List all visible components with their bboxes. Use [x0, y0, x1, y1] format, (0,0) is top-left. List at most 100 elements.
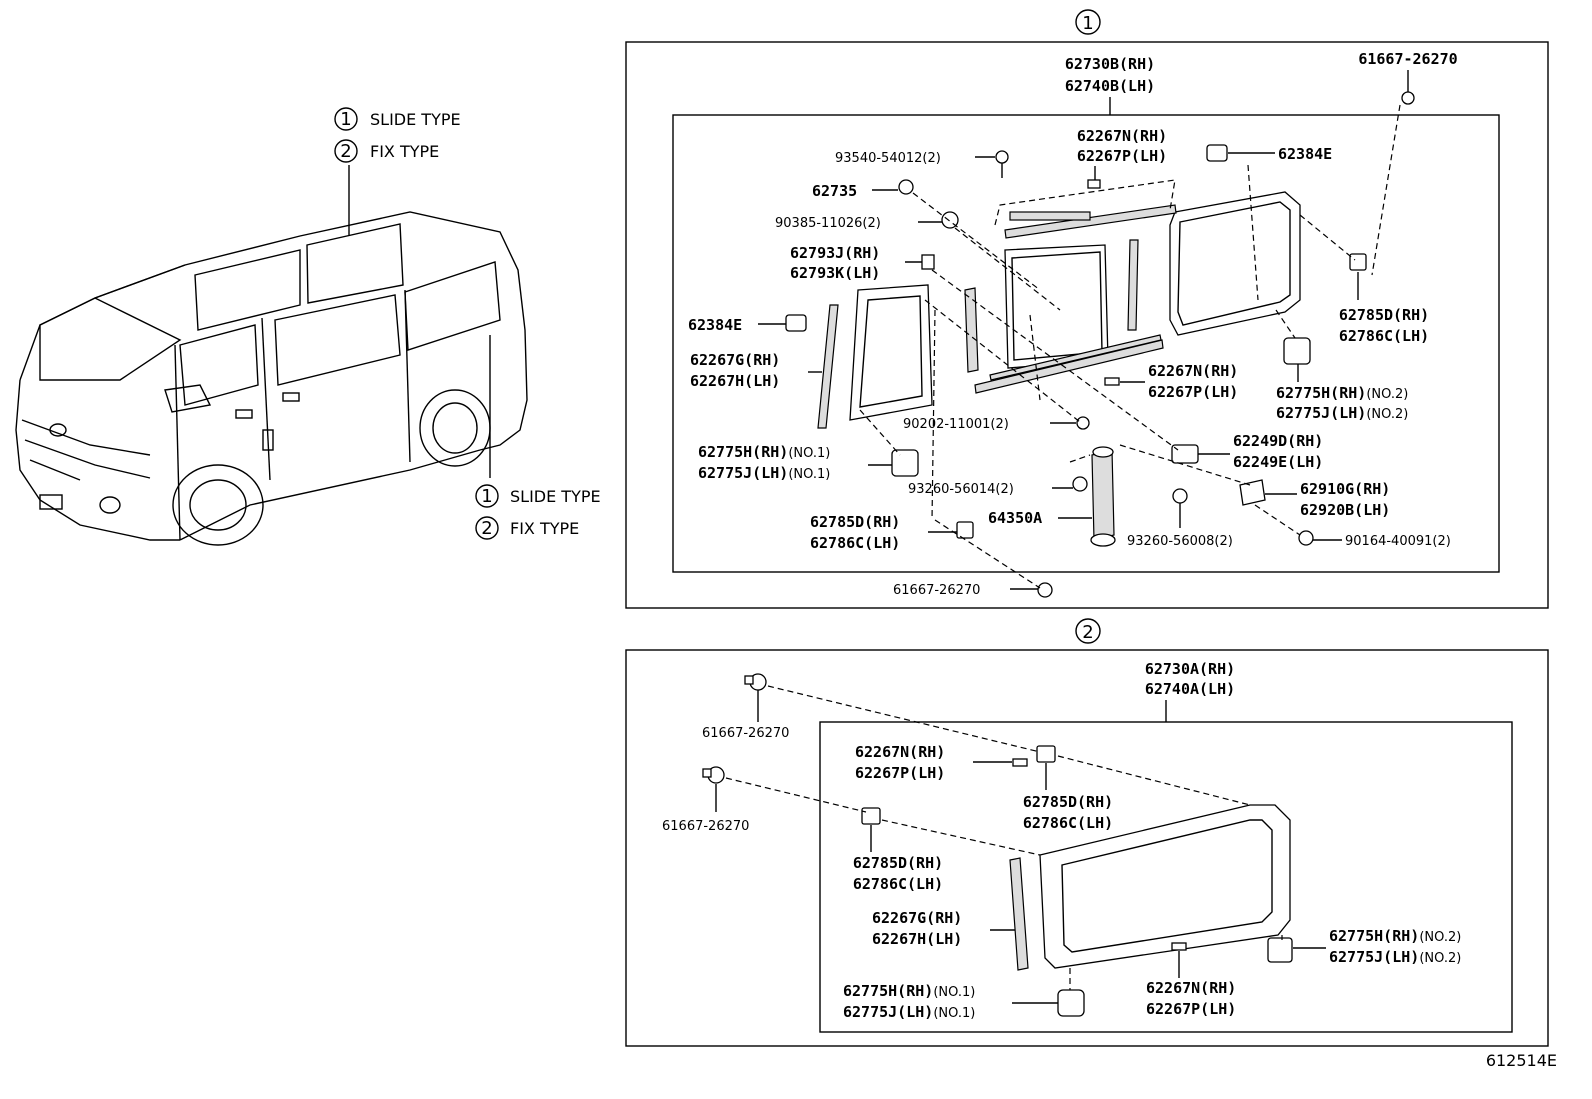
part-62785D-mid-rh[interactable]: 62785D(RH) — [1023, 793, 1113, 811]
cover-icon — [1267, 937, 1293, 963]
legend-marker-2-num: 2 — [340, 141, 351, 162]
section-2-marker — [1075, 618, 1101, 644]
part-62735[interactable]: 62735 — [812, 182, 857, 200]
part-62786C-left-lh[interactable]: 62786C(LH) — [853, 875, 943, 893]
section-1-title-lh: 62740B(LH) — [1065, 77, 1155, 95]
diagram-id: 612514E — [1486, 1051, 1557, 1070]
part-62786C-left-lh[interactable]: 62786C(LH) — [810, 534, 900, 552]
part-62793J-rh[interactable]: 62793J(RH) — [790, 244, 880, 262]
part-61667-26270-top[interactable]: 61667-26270 — [1358, 50, 1457, 68]
legend-marker-1-num: 1 — [481, 486, 492, 507]
legend-label-slide: SLIDE TYPE — [370, 110, 461, 129]
stopper-icon — [1104, 377, 1120, 386]
van-illustration — [15, 165, 528, 546]
part-61667-26270-b[interactable]: 61667-26270 — [662, 819, 749, 834]
section-2-marker-num: 2 — [1082, 622, 1093, 643]
part-62267G-rh[interactable]: 62267G(RH) — [690, 351, 780, 369]
part-62775J-no2-lh[interactable]: 62775J(LH)(NO.2) — [1329, 948, 1461, 966]
section-1-inner-frame — [672, 114, 1500, 573]
part-62785D-right-rh[interactable]: 62785D(RH) — [1339, 306, 1429, 324]
part-62267G-rh[interactable]: 62267G(RH) — [872, 909, 962, 927]
section-2: 2 62730A(RH) 62740A(LH) 61667-26270 6166… — [625, 618, 1549, 1047]
part-62267H-lh[interactable]: 62267H(LH) — [872, 930, 962, 948]
legend-top: 1 SLIDE TYPE 2 FIX TYPE — [334, 107, 461, 163]
part-62785D-left-rh[interactable]: 62785D(RH) — [853, 854, 943, 872]
clip-icon — [1036, 745, 1056, 763]
part-62910G-rh[interactable]: 62910G(RH) — [1300, 480, 1390, 498]
legend-marker-1-num: 1 — [340, 109, 351, 130]
part-90202-11001[interactable]: 90202-11001(2) — [903, 417, 1009, 432]
cushion-icon — [1206, 144, 1228, 162]
part-62384E-left[interactable]: 62384E — [688, 316, 742, 334]
part-62267N-top-rh[interactable]: 62267N(RH) — [1077, 127, 1167, 145]
part-64350A[interactable]: 64350A — [988, 509, 1042, 527]
part-62786C-mid-lh[interactable]: 62786C(LH) — [1023, 814, 1113, 832]
clip-icon — [1401, 91, 1415, 105]
part-90385-11026[interactable]: 90385-11026(2) — [775, 216, 881, 231]
section-1: 1 62730B(RH) 62740B(LH) 61667-26270 — [625, 9, 1549, 609]
part-62267N-mid-rh[interactable]: 62267N(RH) — [1148, 362, 1238, 380]
part-93260-56014[interactable]: 93260-56014(2) — [908, 482, 1014, 497]
part-62786C-right-lh[interactable]: 62786C(LH) — [1339, 327, 1429, 345]
section-2-title-lh: 62740A(LH) — [1145, 680, 1235, 698]
section-1-marker-num: 1 — [1082, 13, 1093, 34]
part-62267P-top-lh[interactable]: 62267P(LH) — [855, 764, 945, 782]
screw-icon — [1172, 488, 1188, 504]
legend-label-fix: FIX TYPE — [370, 142, 439, 161]
part-62267P-top-lh[interactable]: 62267P(LH) — [1077, 147, 1167, 165]
section-2-title-rh: 62730A(RH) — [1145, 660, 1235, 678]
legend-label-fix: FIX TYPE — [510, 519, 579, 538]
part-62267H-lh[interactable]: 62267H(LH) — [690, 372, 780, 390]
part-62920B-lh[interactable]: 62920B(LH) — [1300, 501, 1390, 519]
legend-marker-2-num: 2 — [481, 518, 492, 539]
part-62775J-no1-lh[interactable]: 62775J(LH)(NO.1) — [843, 1003, 975, 1021]
section-1-title-rh: 62730B(RH) — [1065, 55, 1155, 73]
clip-icon — [1349, 253, 1367, 271]
legend-marker-2 — [334, 139, 358, 163]
part-62775H-no2-rh[interactable]: 62775H(RH)(NO.2) — [1276, 384, 1408, 402]
part-90164-40091[interactable]: 90164-40091(2) — [1345, 534, 1451, 549]
slide-glass-left — [1004, 244, 1109, 369]
clip-icon — [1037, 582, 1053, 598]
cover-icon — [1283, 337, 1311, 365]
part-62775H-no1-rh[interactable]: 62775H(RH)(NO.1) — [843, 982, 975, 1000]
legend-bottom: 1 SLIDE TYPE 2 FIX TYPE — [475, 484, 601, 540]
legend-label-slide: SLIDE TYPE — [510, 487, 601, 506]
part-93540-54012[interactable]: 93540-54012(2) — [835, 151, 941, 166]
screw-icon — [1072, 476, 1088, 492]
part-62267N-top-rh[interactable]: 62267N(RH) — [855, 743, 945, 761]
part-62249E-lh[interactable]: 62249E(LH) — [1233, 453, 1323, 471]
screw-icon — [1298, 530, 1314, 546]
washer-icon — [1076, 416, 1090, 430]
part-62775H-no2-rh[interactable]: 62775H(RH)(NO.2) — [1329, 927, 1461, 945]
part-62267P-bottom-lh[interactable]: 62267P(LH) — [1146, 1000, 1236, 1018]
stopper-icon — [1012, 758, 1028, 767]
part-62775H-no1-rh[interactable]: 62775H(RH)(NO.1) — [698, 443, 830, 461]
part-62267N-bottom-rh[interactable]: 62267N(RH) — [1146, 979, 1236, 997]
nut-icon — [898, 179, 914, 195]
part-62267P-mid-lh[interactable]: 62267P(LH) — [1148, 383, 1238, 401]
section-2-frame — [625, 649, 1549, 1047]
cover-icon — [891, 449, 919, 477]
part-62775J-no1-lh[interactable]: 62775J(LH)(NO.1) — [698, 464, 830, 482]
part-61667-26270-a[interactable]: 61667-26270 — [702, 726, 789, 741]
stopper-icon — [1171, 942, 1187, 951]
section-1-frame — [625, 41, 1549, 609]
part-62793K-lh[interactable]: 62793K(LH) — [790, 264, 880, 282]
part-61667-26270-bottom[interactable]: 61667-26270 — [893, 583, 980, 598]
screw-icon — [995, 150, 1009, 164]
part-93260-56008[interactable]: 93260-56008(2) — [1127, 534, 1233, 549]
legend-marker-1 — [334, 107, 358, 131]
part-62775J-no2-lh[interactable]: 62775J(LH)(NO.2) — [1276, 404, 1408, 422]
legend-marker-1 — [475, 484, 499, 508]
clip-icon — [956, 521, 974, 539]
legend-marker-2 — [475, 516, 499, 540]
clip-icon — [861, 807, 881, 825]
part-62249D-rh[interactable]: 62249D(RH) — [1233, 432, 1323, 450]
stopper-icon — [1087, 179, 1101, 189]
part-62384E-right[interactable]: 62384E — [1278, 145, 1332, 163]
part-62785D-left-rh[interactable]: 62785D(RH) — [810, 513, 900, 531]
fixed-glass-right — [1169, 191, 1301, 336]
